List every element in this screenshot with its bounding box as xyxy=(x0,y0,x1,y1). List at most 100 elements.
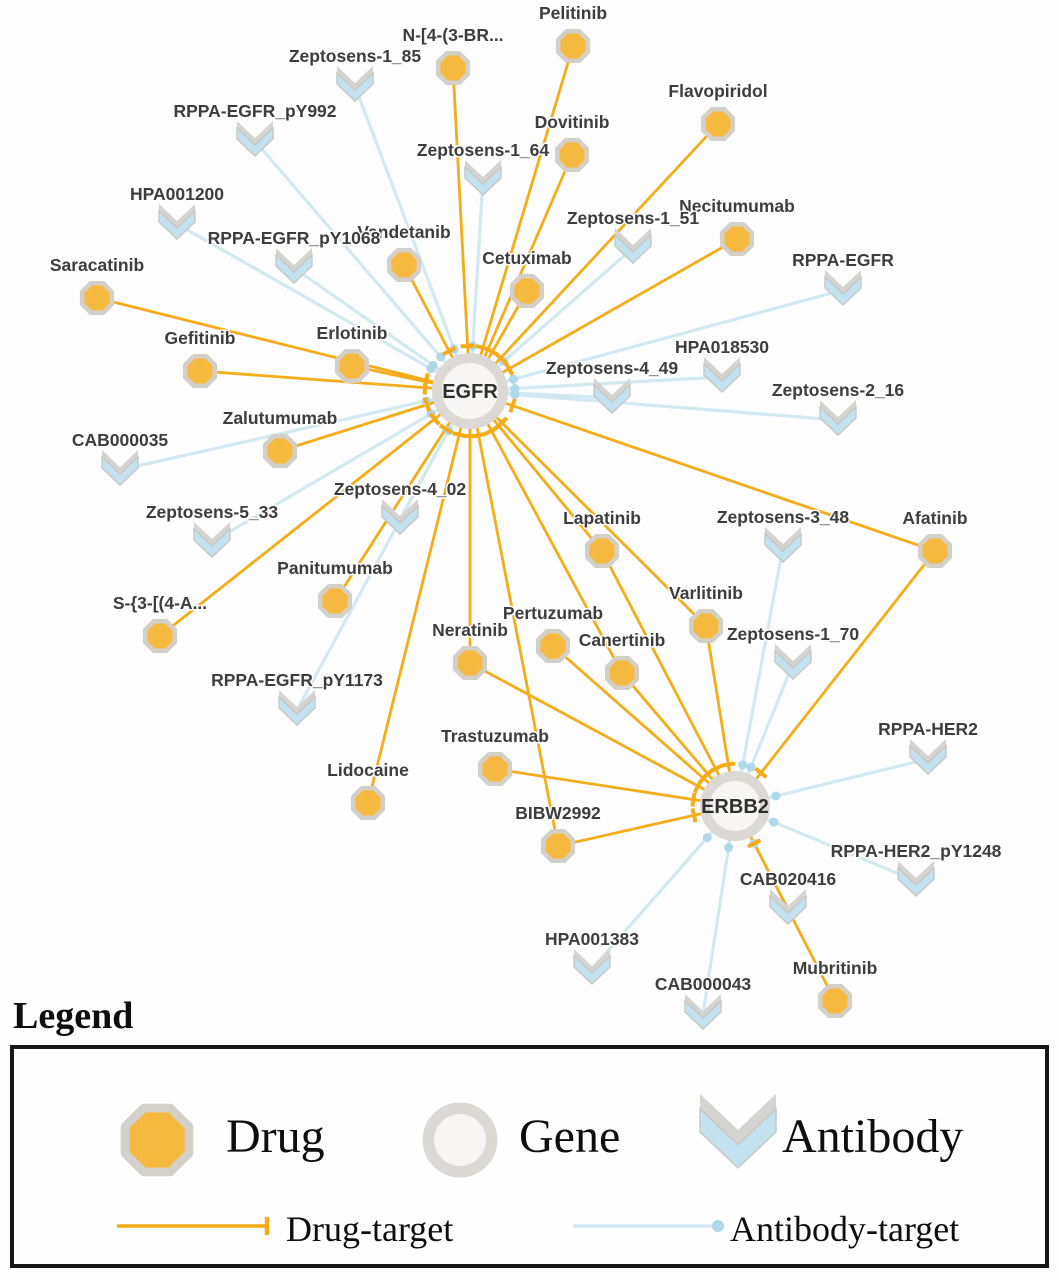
antibody-chevron-icon xyxy=(703,362,741,393)
drug-node-zalutumumab[interactable] xyxy=(262,433,298,469)
node-label-rppa-egfr-py1173: RPPA-EGFR_pY1173 xyxy=(211,670,383,690)
drug-node-erlotinib[interactable] xyxy=(334,348,370,384)
antibody-node-hpa018530[interactable] xyxy=(703,357,741,393)
drug-edge-tee xyxy=(471,431,486,439)
antibody-node-zeptosens-1-51[interactable] xyxy=(614,228,652,264)
drug-octagon-icon xyxy=(719,221,755,257)
drug-node-gefitinib[interactable] xyxy=(182,353,218,389)
drug-node-s-3-4-a[interactable] xyxy=(142,618,178,654)
antibody-node-zeptosens-1-64[interactable] xyxy=(464,160,502,196)
drug-node-vandetanib[interactable] xyxy=(386,247,422,283)
node-label-mubritinib: Mubritinib xyxy=(793,958,878,978)
drug-octagon-icon xyxy=(477,751,513,787)
drug-node-canertinib[interactable] xyxy=(604,655,640,691)
drug-octagon-icon xyxy=(540,828,576,864)
antibody-chevron-icon xyxy=(897,866,935,897)
node-label-rppa-her2: RPPA-HER2 xyxy=(878,719,978,739)
drug-edge-tee xyxy=(484,425,499,436)
antibody-node-zeptosens-4-02[interactable] xyxy=(381,499,419,535)
drug-edge-tee xyxy=(485,346,500,358)
drug-node-panitumumab[interactable] xyxy=(317,583,353,619)
edge-pelitinib-egfr xyxy=(468,45,575,392)
antibody-node-zeptosens-4-49[interactable] xyxy=(593,378,631,414)
node-label-pertuzumab: Pertuzumab xyxy=(503,603,603,623)
legend-label-gene: Gene xyxy=(519,1110,621,1163)
node-label-neratinib: Neratinib xyxy=(432,620,508,640)
antibody-node-rppa-her2[interactable] xyxy=(909,739,947,775)
node-label-vandetanib: Vandetanib xyxy=(357,222,450,242)
antibody-node-rppa-egfr[interactable] xyxy=(824,270,862,306)
node-label-zeptosens-4-02: Zeptosens-4_02 xyxy=(334,479,467,499)
antibody-node-zeptosens-2-16[interactable] xyxy=(819,400,857,436)
antibody-node-rppa-her2-py1248[interactable] xyxy=(897,861,935,897)
antibody-node-zeptosens-1-70[interactable] xyxy=(774,644,812,680)
drug-node-n-4-3-br[interactable] xyxy=(435,50,471,86)
drug-node-pertuzumab[interactable] xyxy=(535,628,571,664)
gene-node-erbb2[interactable] xyxy=(700,771,770,841)
antibody-node-rppa-egfr-py1173[interactable] xyxy=(278,690,316,726)
node-label-hpa018530: HPA018530 xyxy=(675,337,769,357)
node-label-erlotinib: Erlotinib xyxy=(317,323,388,343)
edge-n-4-3-br-egfr xyxy=(451,67,472,392)
drug-node-varlitinib[interactable] xyxy=(688,608,724,644)
drug-node-cetuximab[interactable] xyxy=(509,273,545,309)
drug-node-trastuzumab[interactable] xyxy=(477,751,513,787)
antibody-chevron-icon xyxy=(101,455,139,486)
antibody-node-hpa001383[interactable] xyxy=(573,949,611,985)
node-layer xyxy=(79,28,953,1030)
node-label-s-3-4-a: S-{3-[(4-A... xyxy=(113,593,207,613)
node-label-hpa001383: HPA001383 xyxy=(545,929,639,949)
gene-node-egfr[interactable] xyxy=(432,353,508,429)
drug-octagon-icon xyxy=(535,628,571,664)
drug-edge-tee xyxy=(460,343,475,349)
drug-octagon-icon xyxy=(262,433,298,469)
drug-octagon-icon xyxy=(334,348,370,384)
drug-node-afatinib[interactable] xyxy=(917,533,953,569)
antibody-chevron-icon xyxy=(593,383,631,414)
antibody-node-zeptosens-5-33[interactable] xyxy=(193,522,231,558)
gene-circle-icon xyxy=(700,771,770,841)
drug-edge-tee xyxy=(503,361,515,376)
antibody-node-cab000035[interactable] xyxy=(101,450,139,486)
node-label-gefitinib: Gefitinib xyxy=(165,328,236,348)
legend-drug-octagon-shape xyxy=(120,1103,194,1177)
drug-edge-tee xyxy=(721,761,736,768)
antibody-node-zeptosens-3-48[interactable] xyxy=(764,527,802,563)
node-label-cab020416: CAB020416 xyxy=(740,869,837,889)
antibody-node-cab000043[interactable] xyxy=(684,994,722,1030)
node-label-rppa-egfr: RPPA-EGFR xyxy=(792,250,894,270)
drug-node-saracatinib[interactable] xyxy=(79,280,115,316)
drug-node-necitumumab[interactable] xyxy=(719,221,755,257)
edge-zep-1-85-egfr xyxy=(353,85,472,392)
edge-rppa-egfr-egfr xyxy=(469,288,844,393)
node-label-dovitinib: Dovitinib xyxy=(535,112,610,132)
drug-node-bibw2992[interactable] xyxy=(540,828,576,864)
node-label-zeptosens-1-64: Zeptosens-1_64 xyxy=(417,140,550,160)
drug-octagon-icon xyxy=(554,137,590,173)
drug-octagon-icon xyxy=(688,608,724,644)
antibody-node-rppa-egfr-py1068[interactable] xyxy=(275,248,313,284)
drug-node-lapatinib[interactable] xyxy=(584,533,620,569)
drug-edge-tee xyxy=(690,792,697,807)
edge-lapatinib-erbb2 xyxy=(600,550,737,807)
drug-octagon-icon xyxy=(509,273,545,309)
antibody-chevron-icon xyxy=(909,744,947,775)
antibody-node-rppa-egfr-py992[interactable] xyxy=(236,121,274,157)
antibody-chevron-icon xyxy=(819,405,857,436)
antibody-node-zeptosens-1-85[interactable] xyxy=(336,66,374,102)
drug-node-neratinib[interactable] xyxy=(452,645,488,681)
drug-node-flavopiridol[interactable] xyxy=(700,106,736,142)
drug-edge-tee xyxy=(438,423,453,435)
antibody-node-hpa001200[interactable] xyxy=(158,204,196,240)
drug-node-mubritinib[interactable] xyxy=(817,983,853,1019)
antibody-chevron-icon xyxy=(236,126,274,157)
drug-node-pelitinib[interactable] xyxy=(555,28,591,64)
antibody-node-cab020416[interactable] xyxy=(769,889,807,925)
antibody-chevron-icon xyxy=(573,954,611,985)
antibody-chevron-icon xyxy=(336,71,374,102)
drug-node-dovitinib[interactable] xyxy=(554,137,590,173)
legend-title: Legend xyxy=(13,995,134,1037)
edge-cab000035-egfr xyxy=(119,389,471,472)
drug-node-lidocaine[interactable] xyxy=(350,785,386,821)
